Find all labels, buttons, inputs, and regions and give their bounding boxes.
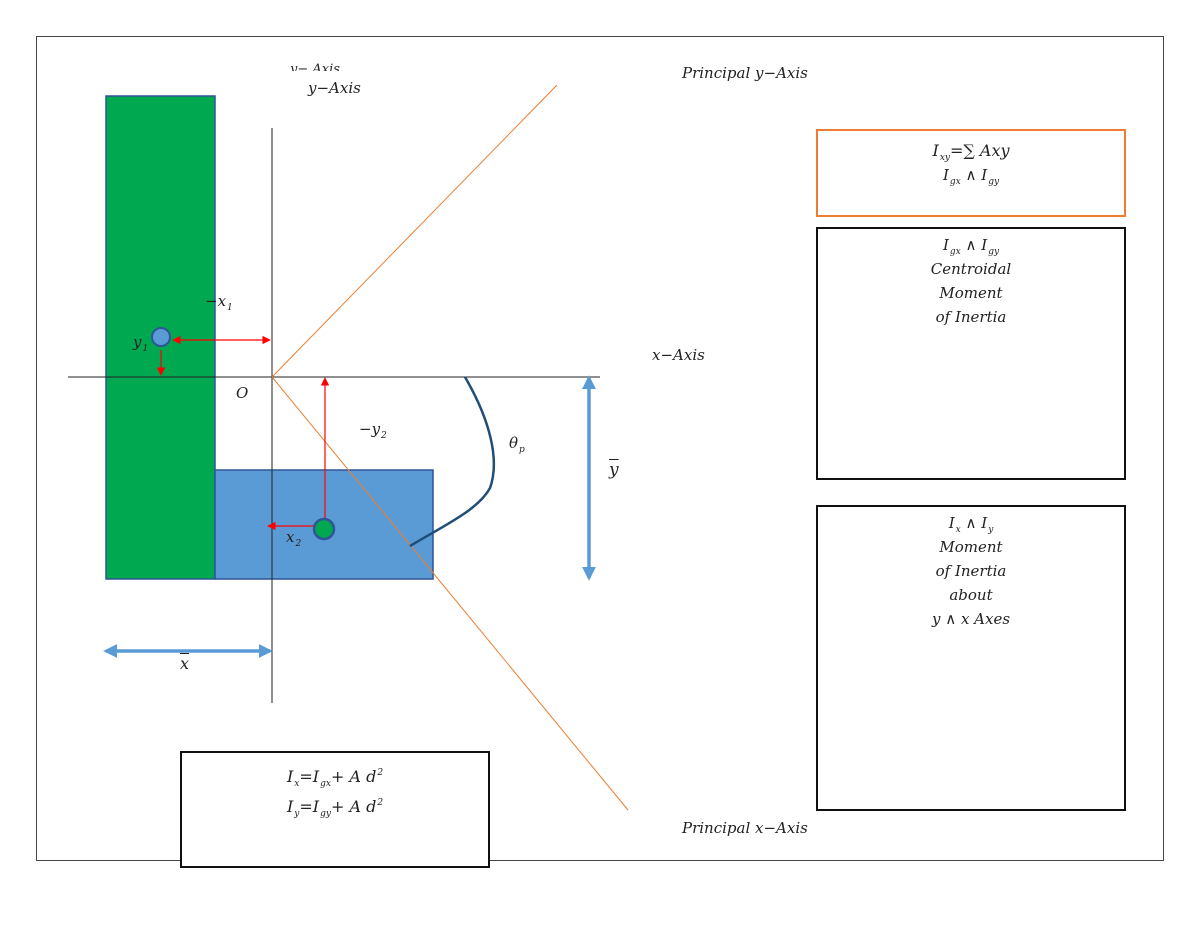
y2-label-sub: 2 xyxy=(381,431,387,441)
ix-plus-ad: + A d xyxy=(330,767,377,786)
ix-iy-line: Ix ∧ Iy xyxy=(818,511,1124,535)
theta-angle-curve xyxy=(409,376,496,548)
and-symbol: ∧ xyxy=(965,166,977,184)
iy-equals: = xyxy=(299,797,313,816)
x2-label-main: x xyxy=(286,528,295,546)
ix-igx-subscript: gx xyxy=(320,779,331,789)
y-axis-ghost-label: y− Axis xyxy=(290,62,340,71)
centroidal-moment-box: Igx ∧ Igy Centroidal Moment of Inertia xyxy=(816,227,1126,480)
x1-label: −x1 xyxy=(205,292,233,313)
y2-label: −y2 xyxy=(359,420,387,441)
product-of-inertia-formula: Ixy=∑ Axy xyxy=(818,139,1124,163)
axes-text-2: of Inertia xyxy=(935,562,1007,580)
axes-text-4: y ∧ x Axes xyxy=(931,610,1011,628)
ix-subscript: x xyxy=(955,525,961,535)
centroidal-and-symbol: ∧ xyxy=(965,236,977,254)
centroid-2 xyxy=(312,517,336,541)
igx-subscript: gx xyxy=(949,177,961,187)
ix-formula: Ix=Igx+ A d2 xyxy=(182,761,488,789)
igy-subscript: gy xyxy=(988,177,1000,187)
y1-label-sub: 1 xyxy=(142,344,149,354)
parallel-axis-box: Ix=Igx+ A d2 Iy=Igy+ A d2 xyxy=(180,751,490,868)
ixy-rhs: =∑ Axy xyxy=(949,141,1010,160)
product-of-inertia-box: Ixy=∑ Axy Igx ∧ Igy xyxy=(816,129,1126,217)
centroidal-text-1: Centroidal xyxy=(930,260,1012,278)
x1-label-main: −x xyxy=(205,292,227,310)
x1-label-sub: 1 xyxy=(227,303,233,313)
page-frame xyxy=(36,36,1164,861)
axes-and-symbol: ∧ xyxy=(965,514,977,532)
centroidal-igx-symbol: I xyxy=(942,236,949,254)
iy-subscript: y xyxy=(988,525,994,535)
iy-igy: I xyxy=(312,797,320,816)
axes-text-1: Moment xyxy=(939,538,1003,556)
principal-y-axis-label: Principal y−Axis xyxy=(682,64,808,82)
ixy-symbol: I xyxy=(932,141,939,160)
iy-lhs: I xyxy=(286,797,294,816)
ix-lhs-subscript: x xyxy=(294,779,300,789)
ix-igx: I xyxy=(312,767,320,786)
x-axis-label: x−Axis xyxy=(652,346,705,364)
axes-text-3: about xyxy=(949,586,993,604)
axes-moment-box: Ix ∧ Iy Moment of Inertia about y ∧ x Ax… xyxy=(816,505,1126,811)
centroidal-igx-igy-line: Igx ∧ Igy xyxy=(818,233,1124,257)
ix-lhs: I xyxy=(286,767,294,786)
ix-exponent: 2 xyxy=(377,768,384,778)
y-axis-label: y−Axis xyxy=(308,79,361,97)
y1-label: y1 xyxy=(133,333,148,354)
centroidal-igx-subscript: gx xyxy=(949,247,961,257)
y1-label-main: y xyxy=(133,333,142,351)
ix-symbol: I xyxy=(948,514,955,532)
origin-label: O xyxy=(236,384,249,402)
igy-symbol: I xyxy=(981,166,988,184)
x2-label-sub: 2 xyxy=(295,539,302,549)
iy-symbol: I xyxy=(981,514,988,532)
centroidal-text-2: Moment xyxy=(939,284,1003,302)
y2-label-main: −y xyxy=(359,420,381,438)
theta-label-main: θ xyxy=(509,434,519,452)
iy-formula: Iy=Igy+ A d2 xyxy=(182,791,488,819)
x-bar-label: x xyxy=(180,654,190,673)
x2-label: x2 xyxy=(286,528,301,549)
principal-x-axis-label: Principal x−Axis xyxy=(682,819,808,837)
igx-igy-line: Igx ∧ Igy xyxy=(818,163,1124,187)
centroidal-igy-subscript: gy xyxy=(988,247,1000,257)
centroid-1 xyxy=(151,327,171,347)
igx-symbol: I xyxy=(942,166,949,184)
principal-x-axis-line xyxy=(271,376,629,811)
ix-equals: = xyxy=(299,767,313,786)
iy-exponent: 2 xyxy=(377,798,384,808)
centroidal-text-3: of Inertia xyxy=(935,308,1007,326)
iy-lhs-subscript: y xyxy=(294,809,300,819)
ixy-subscript: xy xyxy=(939,153,950,163)
y-bar-label: y xyxy=(609,460,619,480)
centroidal-igy-symbol: I xyxy=(981,236,988,254)
principal-y-axis-line xyxy=(271,84,558,378)
theta-label: θp xyxy=(509,434,525,455)
iy-plus-ad: + A d xyxy=(330,797,377,816)
iy-igy-subscript: gy xyxy=(320,809,331,819)
theta-label-sub: p xyxy=(519,445,525,455)
